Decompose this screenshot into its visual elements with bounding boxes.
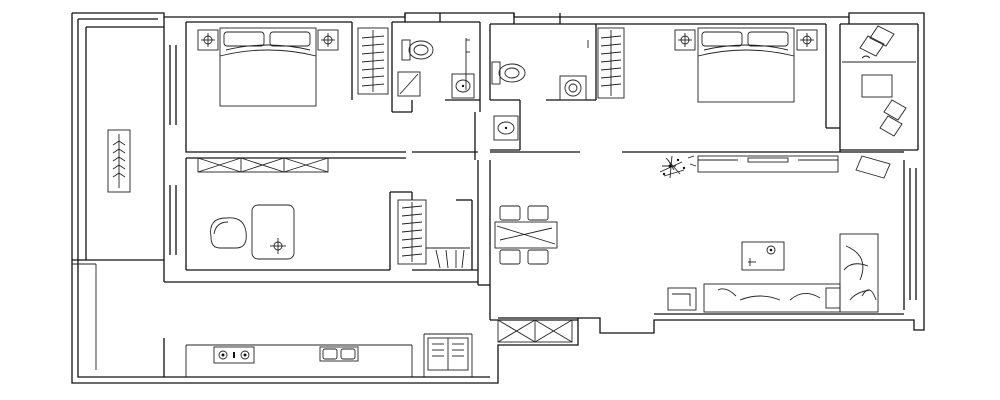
shoe-cabinet xyxy=(497,319,573,343)
dining-table xyxy=(494,205,558,265)
refrigerator xyxy=(427,337,469,371)
plant xyxy=(659,155,697,179)
washbasin-right xyxy=(493,115,519,141)
side-table xyxy=(667,287,697,311)
bed-left xyxy=(219,27,317,107)
shower-left xyxy=(465,38,470,90)
nightstand-right xyxy=(674,29,818,51)
wardrobe-right xyxy=(597,27,625,99)
wardrobe-study xyxy=(397,199,470,269)
washing-machine xyxy=(559,75,587,101)
gas-stove xyxy=(213,346,255,364)
bed-right xyxy=(697,27,795,103)
study-walls xyxy=(185,157,491,320)
right-balcony xyxy=(840,17,919,151)
toilet-left xyxy=(397,39,434,97)
balcony-chairs xyxy=(859,25,907,137)
living-room-walls xyxy=(654,151,917,315)
left-bedroom-walls xyxy=(185,21,478,153)
desk-chair-study xyxy=(210,204,295,260)
bathroom-right xyxy=(489,13,597,151)
bathroom-left xyxy=(391,13,481,160)
corridor xyxy=(490,151,900,321)
armchair xyxy=(855,155,891,179)
nightstand-lamp xyxy=(197,29,339,51)
left-balcony xyxy=(72,17,177,370)
drying-rack xyxy=(107,129,131,193)
kitchen-sink xyxy=(319,346,359,362)
coffee-table xyxy=(741,241,785,271)
toilet-right xyxy=(491,40,589,85)
washbasin-left xyxy=(451,73,475,99)
right-bedroom-walls xyxy=(596,23,841,152)
tv-cabinet xyxy=(697,155,839,173)
bookshelf-study xyxy=(197,157,329,173)
sofa-l-shape xyxy=(703,233,879,313)
kitchen xyxy=(163,281,478,377)
wardrobe-left xyxy=(357,27,389,95)
